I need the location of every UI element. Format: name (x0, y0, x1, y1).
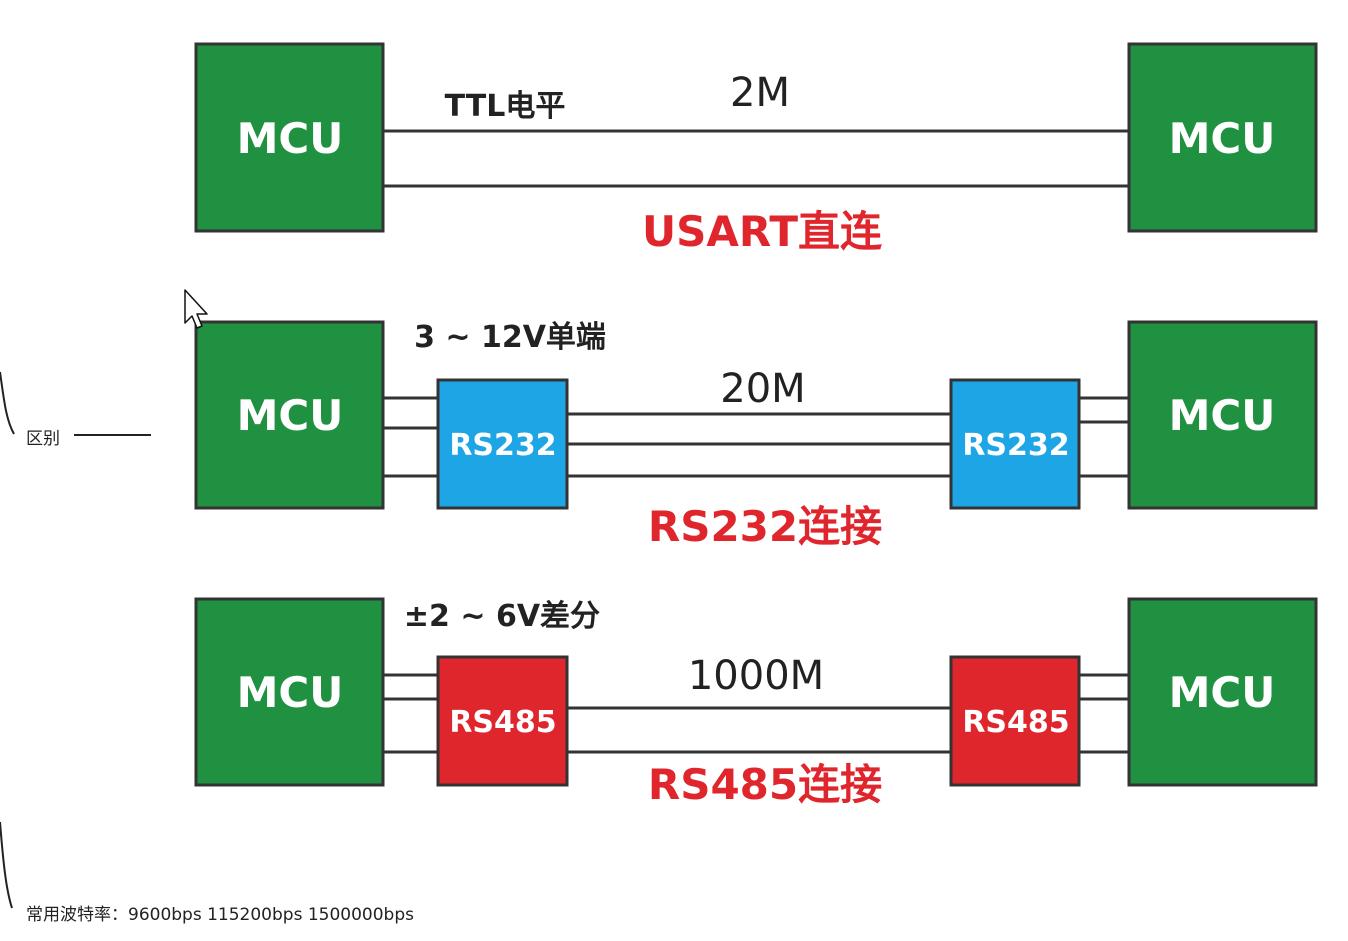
caption-usart: USART直连 (642, 207, 883, 256)
rs485-label-right: RS485 (962, 705, 1069, 740)
rs485-box-left (436, 655, 569, 787)
row-usart: MCU MCU TTL电平 2M USART直连 (194, 42, 1318, 256)
mcu-label-right: MCU (1169, 114, 1276, 163)
speed-label: 20M (720, 366, 805, 412)
mcu-box-right (1127, 320, 1318, 510)
note-difference: 区别 (26, 429, 60, 449)
row-rs232: MCU MCU RS232 RS232 3 ~ 12V单端 20M RS232连… (194, 320, 1318, 551)
speed-label: 1000M (688, 653, 824, 699)
mcu-label-right: MCU (1169, 391, 1276, 440)
rs232-label-left: RS232 (449, 428, 556, 463)
rs485-label-left: RS485 (449, 705, 556, 740)
level-label: ±2 ~ 6V差分 (404, 599, 600, 634)
bracket-curve-upper (0, 371, 15, 435)
mouse-pointer-icon (184, 289, 208, 329)
caption-rs232: RS232连接 (648, 502, 882, 551)
mcu-box-left (194, 320, 385, 510)
level-label: TTL电平 (445, 89, 566, 124)
mcu-label-left: MCU (237, 114, 344, 163)
note-baud-rates: 常用波特率：9600bps 115200bps 1500000bps (26, 905, 414, 925)
rs232-box-left (436, 378, 569, 510)
rs485-box-right (949, 655, 1081, 787)
level-label: 3 ~ 12V单端 (414, 320, 606, 355)
mcu-box-left (194, 42, 385, 233)
mindmap-notes: 区别 常用波特率：9600bps 115200bps 1500000bps (0, 371, 414, 925)
speed-label: 2M (730, 70, 790, 116)
mcu-box-left (194, 597, 385, 787)
mcu-label-left: MCU (237, 668, 344, 717)
bracket-curve-lower (0, 821, 13, 909)
row-rs485: MCU MCU RS485 RS485 ±2 ~ 6V差分 1000M RS48… (194, 597, 1318, 809)
rs232-label-right: RS232 (962, 428, 1069, 463)
mcu-box-right (1127, 597, 1318, 787)
caption-rs485: RS485连接 (648, 760, 882, 809)
mcu-label-right: MCU (1169, 668, 1276, 717)
rs232-box-right (949, 378, 1081, 510)
mcu-label-left: MCU (237, 391, 344, 440)
mcu-box-right (1127, 42, 1318, 233)
